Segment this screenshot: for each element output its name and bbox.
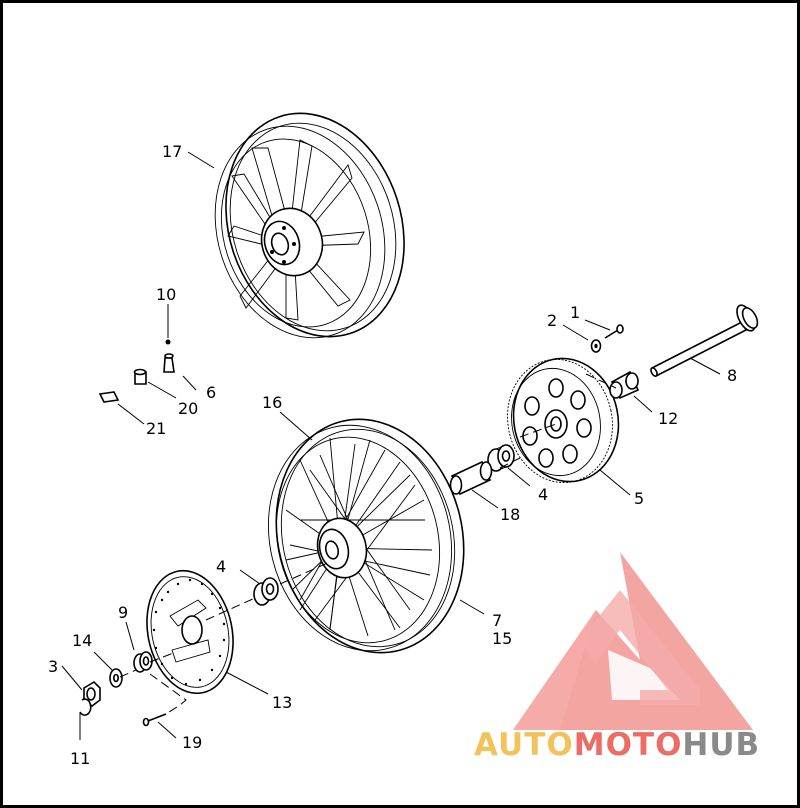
callout-3: 3 <box>48 657 58 676</box>
wheel-weight <box>133 368 147 385</box>
callout-1: 1 <box>570 303 580 322</box>
callout-16: 16 <box>262 393 282 412</box>
axle-spacer-small <box>133 651 153 673</box>
callout-10: 10 <box>156 285 176 304</box>
valve-stem <box>163 353 175 373</box>
valve-cap <box>165 339 171 345</box>
watermark-hub: HUB <box>682 727 760 763</box>
wheel-bearing <box>253 577 279 606</box>
axis-line <box>149 651 177 663</box>
axis-line <box>149 673 187 715</box>
watermark-text: AUTOMOTOHUB <box>474 727 760 763</box>
drive-pulley <box>507 357 620 484</box>
callout-2: 2 <box>547 311 557 330</box>
retaining-clip <box>79 698 92 716</box>
pulley-bolt <box>604 324 624 339</box>
flat-washer <box>590 339 602 353</box>
wheel-bearing <box>487 444 515 472</box>
spoked-wheel <box>267 418 465 654</box>
brake-rotor <box>146 569 234 695</box>
callout-4-upper: 4 <box>538 485 548 504</box>
callout-13: 13 <box>272 693 292 712</box>
axis-line <box>205 597 256 621</box>
axis-line <box>119 669 137 678</box>
callout-17: 17 <box>162 142 182 161</box>
balance-weight <box>98 391 120 403</box>
axis-line <box>519 423 557 438</box>
rotor-screw <box>142 713 167 727</box>
axis-line <box>499 457 521 469</box>
axle-spacer <box>609 370 640 400</box>
callout-20: 20 <box>178 399 198 418</box>
rear-axle <box>650 304 759 378</box>
callout-8: 8 <box>727 366 737 385</box>
callout-7: 7 <box>492 611 502 630</box>
callout-14: 14 <box>72 631 92 650</box>
automotohub-logo-mark <box>513 552 753 730</box>
axis-line <box>279 561 331 585</box>
cast-wheel <box>214 112 405 339</box>
callout-19: 19 <box>182 733 202 752</box>
callout-12: 12 <box>658 409 678 428</box>
callout-11: 11 <box>70 749 90 768</box>
watermark-auto: AUTO <box>474 727 574 763</box>
axis-line <box>585 373 617 389</box>
callout-21: 21 <box>146 419 166 438</box>
callout-labels: 1 2 3 4 4 5 6 7 8 9 10 11 12 13 14 15 16… <box>48 142 737 768</box>
watermark-moto: MOTO <box>574 727 683 763</box>
axle-washer <box>109 668 123 688</box>
bearing-spacer-sleeve <box>449 460 493 496</box>
callout-5: 5 <box>634 489 644 508</box>
leader-lines <box>61 151 721 740</box>
callout-6: 6 <box>206 383 216 402</box>
callout-9: 9 <box>118 603 128 622</box>
callout-15: 15 <box>492 629 512 648</box>
callout-18: 18 <box>500 505 520 524</box>
callout-4-lower: 4 <box>216 557 226 576</box>
